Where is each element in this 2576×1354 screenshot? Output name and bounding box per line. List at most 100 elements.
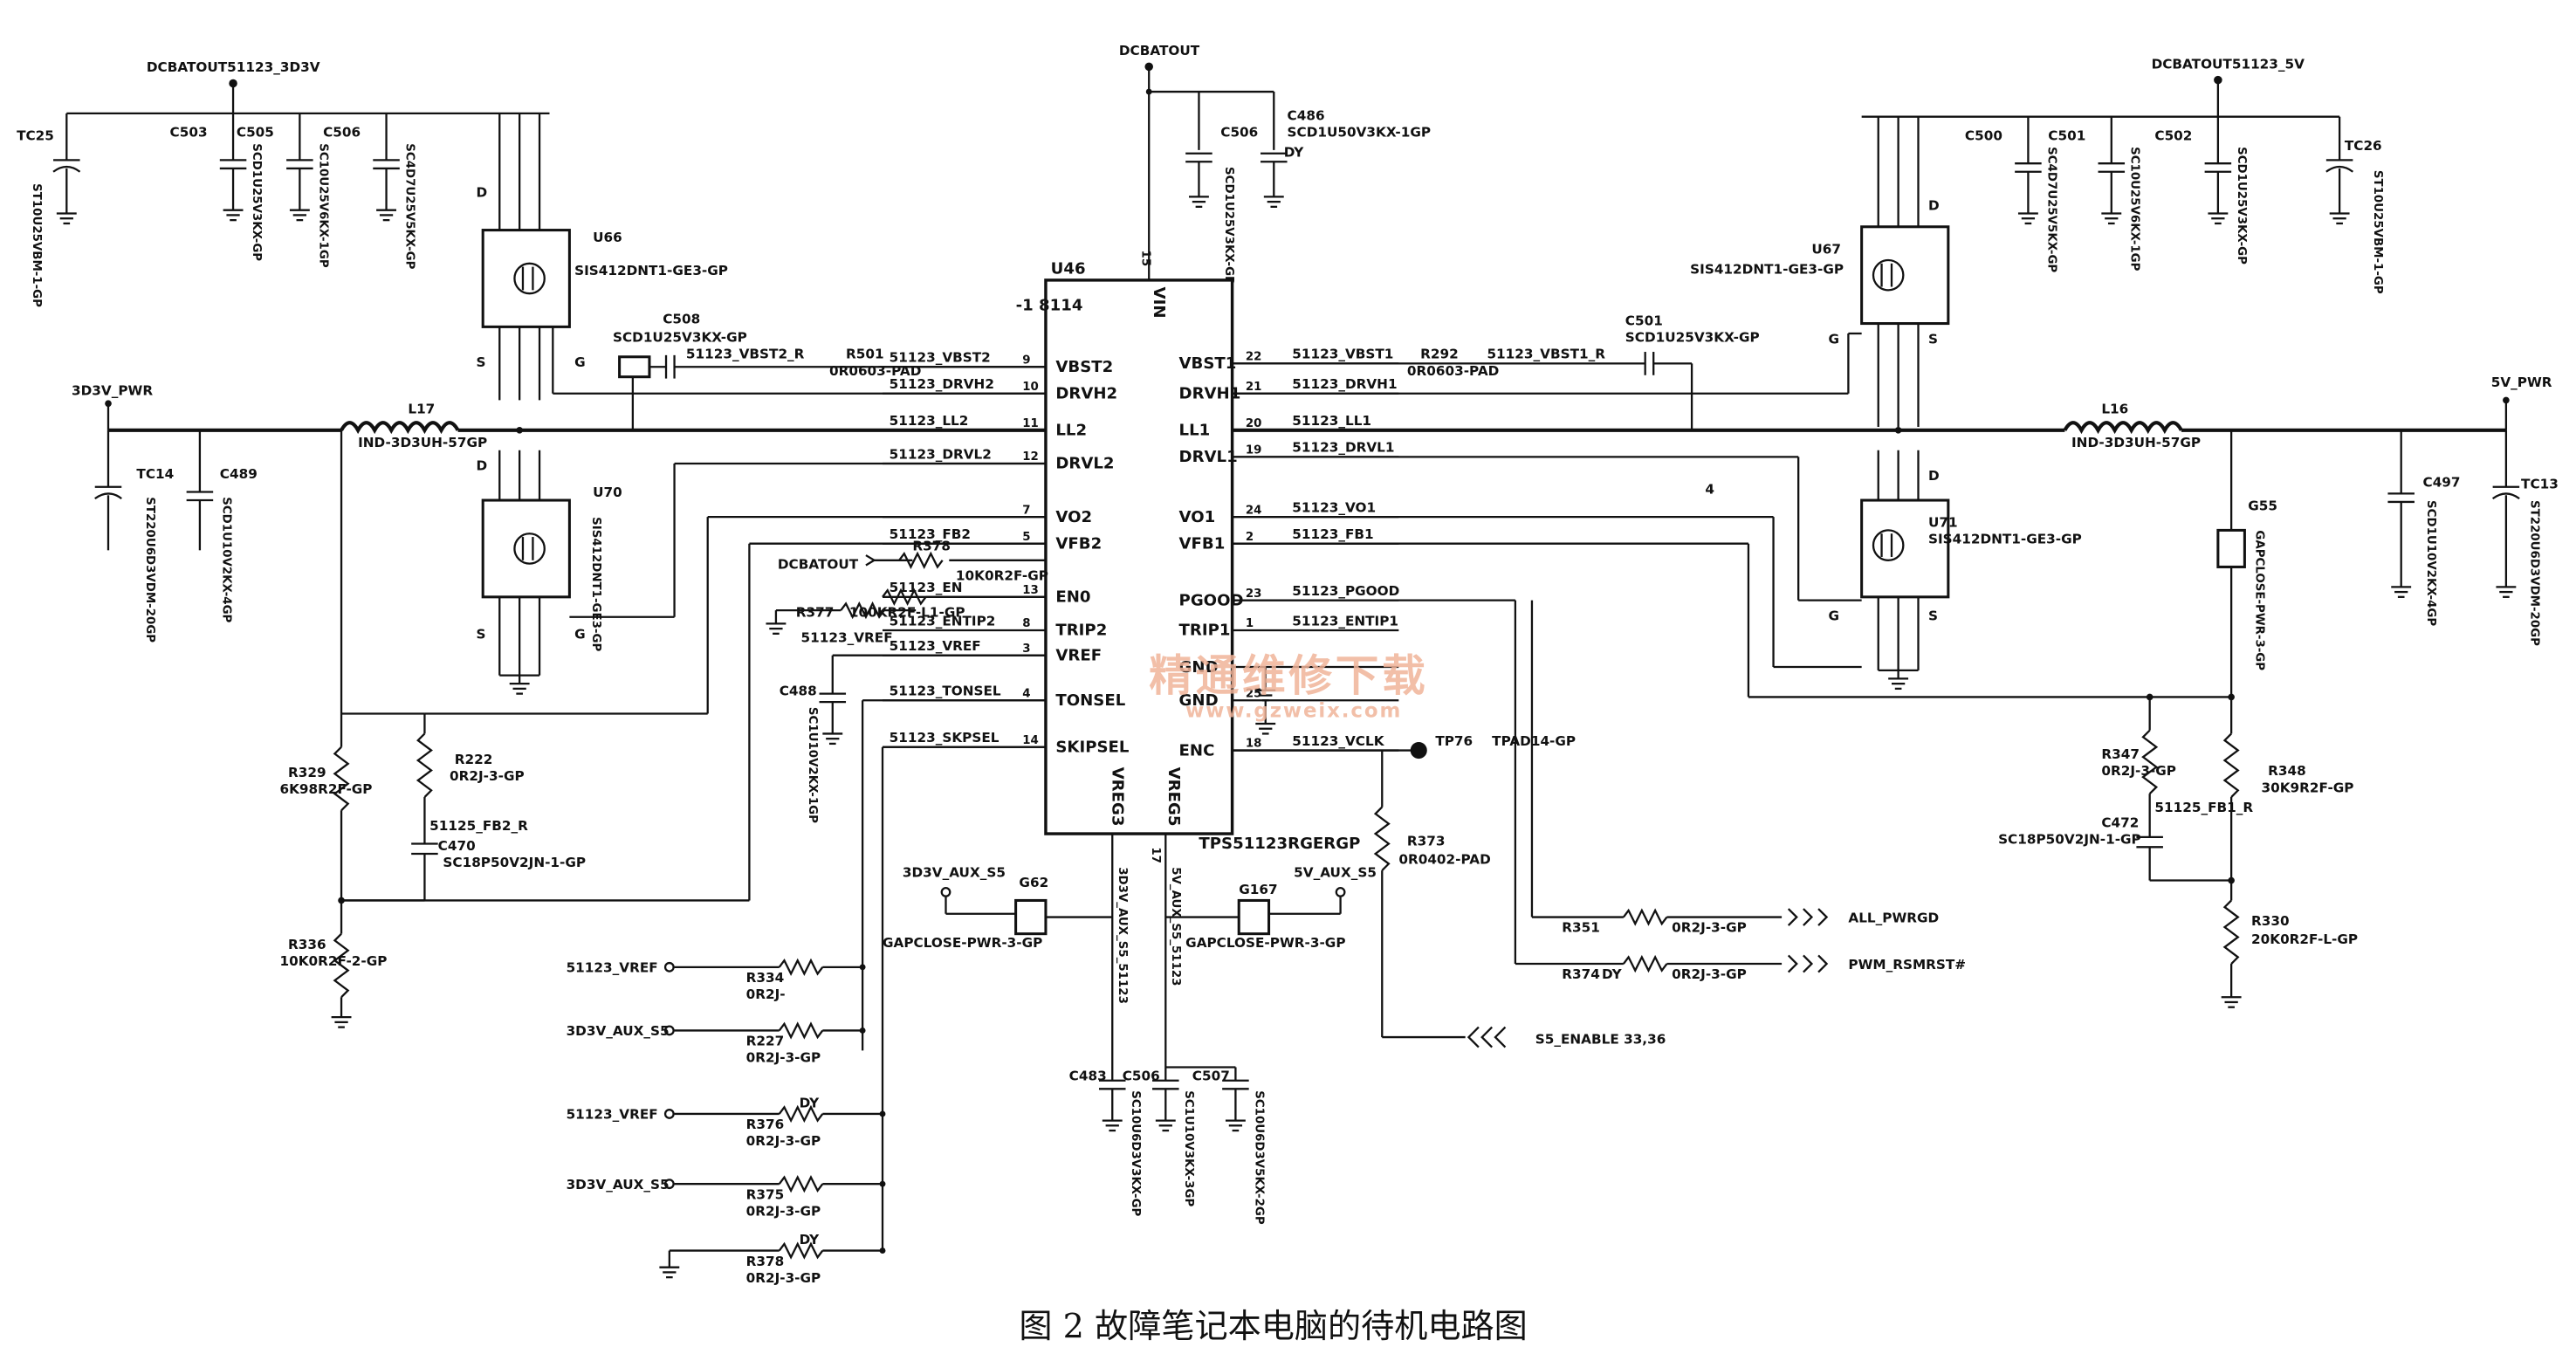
watermark: 精通维修下载 www.gzweix.com (1149, 650, 1425, 723)
cap-part: SC10U25V6KX-1GP (2128, 147, 2141, 271)
pin-number: 4 (1022, 687, 1030, 700)
pin-number: 2 (1246, 531, 1254, 544)
pin-name: GND (1179, 658, 1219, 677)
c506-part: SCD1U25V3KX-GP (1222, 167, 1235, 285)
pin-net-label: 51123_DRVH1 (1292, 376, 1397, 392)
tc25-capacitor: TC25 ST10U25VBM-1-GP (17, 113, 81, 307)
pin-number: 19 (1246, 444, 1262, 457)
bottom-center-section: 3D3V_AUX_S5 G62 GAPCLOSE-PWR-3-GP 3D3V_A… (883, 599, 1966, 1225)
u70-d-label: D (477, 458, 488, 474)
r347-part: 0R2J-3-GP (2101, 763, 2176, 779)
net-3d3v-aux-51123: 3D3V_AUX_S5_51123 (1116, 867, 1129, 1004)
ic-part-number: TPS51123RGERGP (1199, 835, 1360, 853)
gap-g62: 3D3V_AUX_S5 G62 GAPCLOSE-PWR-3-GP 3D3V_A… (883, 865, 1129, 1004)
u66-s-label: S (477, 354, 486, 370)
fb1-r-net: 51125_FB1_R (2154, 800, 2253, 815)
dy-label: DY (800, 1095, 821, 1110)
res-part: 0R2J- (746, 986, 786, 1002)
inductor-l17: 3D3V_PWR L17 IND-3D3UH-57GP (72, 383, 1046, 450)
res-part: 0R2J-3-GP (746, 1203, 821, 1219)
pin-number: 13 (1022, 584, 1039, 597)
cap-ref: C501 (2048, 127, 2085, 143)
right-feedback-network: G55 GAPCLOSE-PWR-3-GP R347 0R2J-3-GP 511… (1232, 430, 2358, 1008)
res-ref: R374 (1562, 966, 1600, 982)
res-part: 0R2J-3-GP (746, 1133, 821, 1149)
pin-net-label: 51123_DRVH2 (890, 376, 994, 392)
u71-s-label: S (1928, 608, 1938, 624)
vbst1-r-net: 51123_VBST1_R (1487, 347, 1605, 362)
ic-right-pins: 22VBST151123_VBST121DRVH151123_DRVH120LL… (1179, 347, 1400, 760)
cap-part: SC10U6D3V3KX-GP (1129, 1090, 1142, 1216)
dcbatout-rail: DCBATOUT C506 SCD1U25V3KX-GP C486 SCD1U5… (1119, 43, 1431, 285)
c488-ref: C488 (780, 684, 817, 699)
vbst2-r-net: 51123_VBST2_R (686, 347, 805, 362)
pin-name: PGOOD (1179, 591, 1244, 609)
cap-ref: C506 (323, 125, 361, 141)
net-label: PWM_RSMRST# (1848, 957, 1966, 973)
cap-ref: C500 (1965, 127, 2002, 143)
pin-name: TRIP1 (1179, 622, 1231, 640)
r501-part: 0R0603-PAD (829, 363, 921, 379)
u70-s-label: S (477, 627, 486, 643)
pin-name: GND (1179, 691, 1219, 710)
r336-ref: R336 (288, 937, 326, 952)
pin-number: 24 (1246, 504, 1262, 517)
left-bottom-resistors: 51123_VREFR3340R2J-3D3V_AUX_S5R2270R2J-3… (567, 958, 886, 1286)
pin-number: 14 (1022, 734, 1039, 747)
cap-ref: C483 (1069, 1069, 1107, 1084)
vreg5-pin-number: 17 (1149, 847, 1162, 863)
mosfet-u67: D U67 SIS412DNT1-GE3-GP G S (1232, 116, 1950, 427)
pin-name: VBST1 (1179, 354, 1237, 373)
cap-part: SC4D7U25V5KX-GP (2044, 147, 2057, 272)
pin-name: EN0 (1055, 588, 1090, 607)
res-part: 0R2J-3-GP (1672, 966, 1747, 982)
c472-ref: C472 (2101, 814, 2139, 830)
net-label: 3D3V_AUX_S5 (567, 1177, 670, 1192)
dcbatout-3d3v-label: DCBATOUT51123_3D3V (147, 59, 320, 75)
pin-name: LL1 (1179, 422, 1211, 440)
pin-net-label: 51123_VBST1 (1292, 347, 1393, 362)
r373-ref: R373 (1407, 833, 1446, 849)
pin-net-label: 51123_LL2 (890, 413, 969, 429)
r377-ref: R377 (796, 605, 835, 621)
c501-boot-ref: C501 (1625, 313, 1663, 328)
pin-net-label: 51123_FB1 (1292, 526, 1373, 542)
tc14-capacitor: TC14 ST220U6D3VDM-20GP C489 SCD1U10V2KX-… (94, 430, 258, 643)
pin-name: DRVL1 (1179, 448, 1238, 466)
g167-net: 5V_AUX_S5 (1294, 865, 1377, 881)
u66-ref: U66 (593, 230, 622, 245)
c486-part: SCD1U50V3KX-1GP (1288, 125, 1431, 141)
u67-s-label: S (1928, 331, 1938, 347)
r348-part: 30K9R2F-GP (2261, 780, 2353, 795)
u67-g-label: G (1829, 331, 1840, 347)
left-3d3v-converter: DCBATOUT51123_3D3V TC25 ST10U25VBM-1-GP … (17, 59, 1046, 1028)
r329-ref: R329 (288, 765, 326, 780)
vin-pin-number: 15 (1139, 251, 1152, 267)
dcbatout-5v-label: DCBATOUT51123_5V (2152, 56, 2305, 72)
boot-cap-c501: C501 SCD1U25V3KX-GP 51123_VBST1_R R292 0… (1232, 313, 1760, 430)
c472-part: SC18P50V2JN-1-GP (1998, 832, 2141, 848)
g167-part: GAPCLOSE-PWR-3-GP (1185, 935, 1345, 951)
pin-number: 5 (1022, 531, 1030, 544)
c470-part: SC18P50V2JN-1-GP (443, 855, 586, 870)
r292-ref: R292 (1420, 347, 1459, 362)
pin-net-label: 51123_VREF (890, 638, 981, 654)
cap-part: SC1U10V3KX-3GP (1182, 1090, 1195, 1206)
pin-name: TRIP2 (1055, 622, 1107, 640)
g167-ref: G167 (1239, 882, 1277, 897)
tc26-part: ST10U25VBM-1-GP (2371, 170, 2384, 294)
watermark-url: www.gzweix.com (1185, 699, 1402, 722)
cap-part: SCD1U25V3KX-GP (2235, 147, 2248, 265)
pin-name: ENC (1179, 741, 1215, 759)
pin-number: 21 (1246, 381, 1262, 394)
c470-ref: C470 (438, 838, 476, 854)
r348-ref: R348 (2268, 763, 2306, 779)
g62-net: 3D3V_AUX_S5 (903, 865, 1006, 881)
dy-label: DY (800, 1232, 821, 1247)
